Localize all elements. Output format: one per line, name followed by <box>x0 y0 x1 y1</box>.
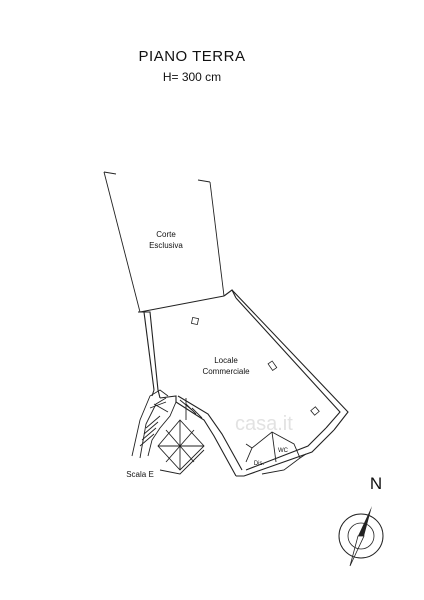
label-wc: WC <box>278 448 289 454</box>
north-compass: N <box>338 474 384 567</box>
label-corte: Corte <box>156 230 176 239</box>
label-locale: Locale <box>214 356 238 365</box>
staircase <box>131 389 205 475</box>
corte-area <box>103 171 225 313</box>
watermark: casa.it <box>235 413 293 435</box>
locale-walls <box>138 289 349 477</box>
ceiling-height: H= 300 cm <box>162 70 222 84</box>
compass-outer-ring <box>338 513 384 559</box>
service-rooms <box>245 431 307 475</box>
label-commerciale: Commerciale <box>202 367 250 376</box>
plan-title: PIANO TERRA <box>138 48 246 65</box>
label-esclusiva: Esclusiva <box>149 241 183 250</box>
north-label: N <box>370 474 382 493</box>
pillars <box>190 316 320 416</box>
compass-needle-icon <box>358 506 372 536</box>
label-scala: Scala E <box>126 470 154 479</box>
label-dis: Dis. <box>254 461 265 467</box>
compass-needle-tail <box>349 535 365 567</box>
compass-inner-ring <box>347 522 375 550</box>
